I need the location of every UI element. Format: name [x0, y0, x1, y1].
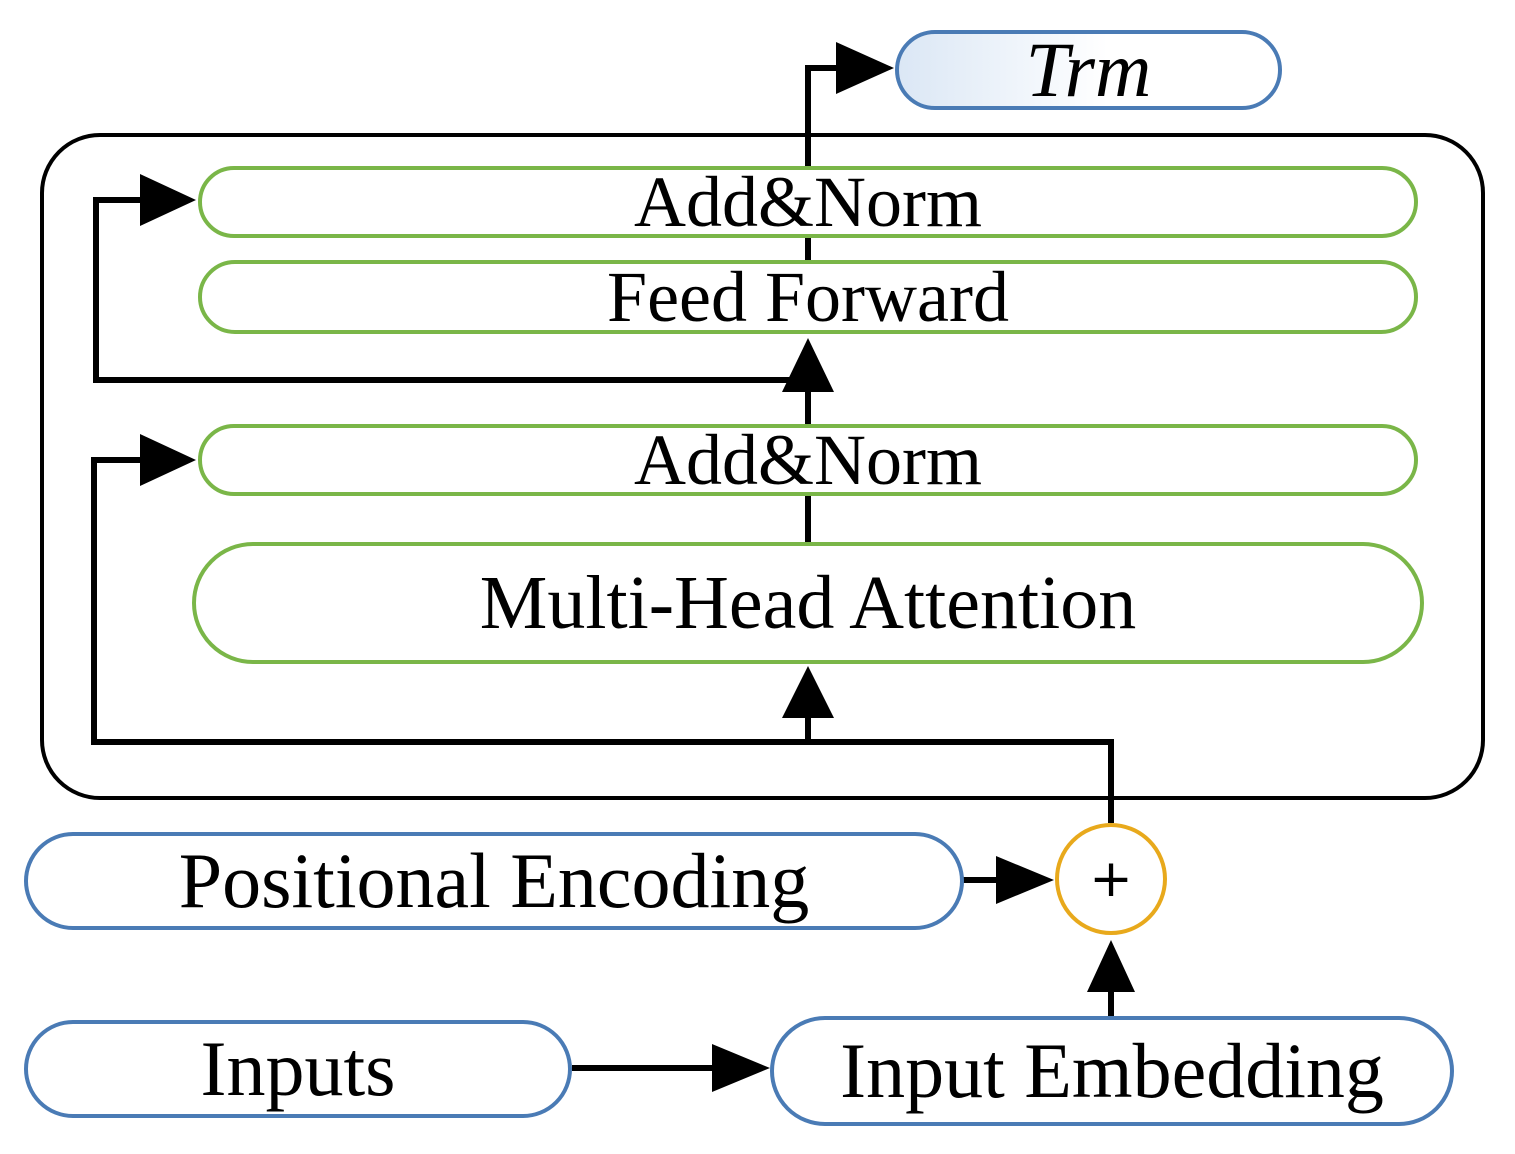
add-norm-bottom-node: Add&Norm [198, 424, 1418, 496]
feed-forward-node: Feed Forward [198, 260, 1418, 334]
arrowhead-addnorm-lower [140, 434, 196, 486]
arrowhead-adder-left [996, 856, 1054, 904]
wire-adder-up [808, 739, 1114, 823]
arrowhead-addnorm-upper [140, 174, 196, 226]
add-norm-top-node: Add&Norm [198, 166, 1418, 238]
arrowhead-ff [782, 338, 834, 392]
arrowhead-trm [836, 42, 894, 94]
encoder-block-frame [40, 133, 1485, 800]
wire-residual-upper [93, 197, 808, 383]
input-embedding-node: Input Embedding [770, 1016, 1454, 1126]
trm-output-node: Trm [895, 30, 1282, 110]
inputs-node: Inputs [24, 1020, 572, 1118]
arrowhead-adder-bottom [1087, 940, 1135, 992]
wire-residual-lower [91, 457, 808, 745]
positional-encoding-node: Positional Encoding [24, 832, 964, 930]
multi-head-attention-node: Multi-Head Attention [192, 542, 1424, 664]
wire-addnorm-to-trm [805, 65, 840, 168]
add-circle-node: + [1055, 823, 1167, 935]
arrowhead-mha [782, 666, 834, 718]
arrowhead-embedding [712, 1044, 770, 1092]
